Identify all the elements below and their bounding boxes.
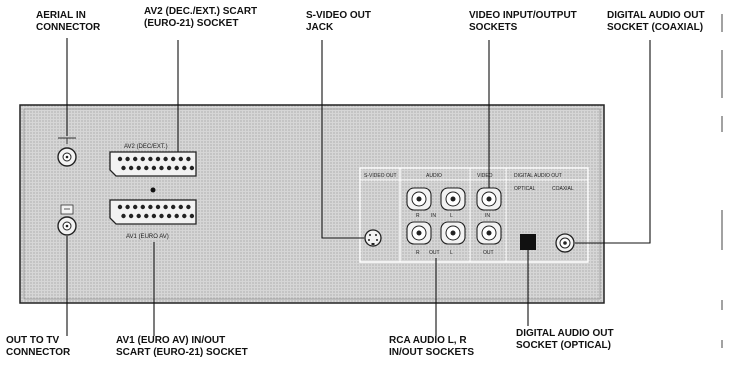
- optical-panel-label: OPTICAL: [514, 186, 536, 192]
- scart-pin: [136, 165, 141, 171]
- svideo-panel-label: S-VIDEO OUT: [364, 173, 397, 179]
- callout-svideo-out: S-VIDEO OUT JACK: [306, 10, 374, 33]
- scart-pin: [136, 213, 141, 219]
- scart-pin: [128, 165, 134, 171]
- scart-pin: [133, 204, 138, 210]
- scart-divider-dot: [150, 187, 156, 193]
- scart-pin: [182, 165, 187, 171]
- scart-pin: [144, 165, 149, 171]
- rear-panel: [19, 104, 605, 304]
- callout-rca-audio: RCA AUDIO L, R IN/OUT SOCKETS: [389, 335, 474, 358]
- scart-pin: [163, 204, 168, 210]
- video-panel-label: VIDEO: [477, 173, 493, 179]
- scart-pin: [140, 156, 145, 162]
- av2-panel-label: AV2 (DEC/EXT.): [124, 144, 168, 150]
- scart-pin: [121, 165, 126, 171]
- scart-pin: [178, 156, 183, 162]
- scart-pin: [163, 156, 168, 162]
- scart-pin: [155, 204, 161, 210]
- scart-pin: [159, 213, 164, 219]
- video-out-jack[interactable]: [476, 221, 502, 245]
- scart-pin: [117, 204, 123, 210]
- callout-out-to-tv: OUT TO TV CONNECTOR: [6, 335, 71, 358]
- scart-pin: [125, 204, 130, 210]
- scart-pin: [133, 156, 138, 162]
- audio-in-r-label: R: [416, 213, 420, 219]
- callout-aerial-in: AERIAL IN CONNECTOR: [36, 10, 101, 33]
- scart-pin: [148, 204, 153, 210]
- scart-pin: [166, 165, 172, 171]
- scart-pin: [128, 213, 134, 219]
- audio-out-l-label: L: [450, 250, 453, 256]
- audio-out-r-label: R: [416, 250, 420, 256]
- svideo-out-jack[interactable]: [364, 229, 382, 247]
- audio-in-l-label: L: [450, 213, 453, 219]
- leader-svideo-out: [321, 40, 364, 239]
- scart-pin: [144, 213, 149, 219]
- panel-inner-border: [23, 108, 601, 300]
- digital-optical-socket[interactable]: [520, 234, 536, 250]
- audio-panel-label: AUDIO: [426, 173, 442, 179]
- scart-pin: [166, 213, 172, 219]
- audio-out-r-jack[interactable]: [406, 221, 432, 245]
- scart-pin: [159, 165, 164, 171]
- scart-pin: [189, 213, 195, 219]
- callout-digital-coax: DIGITAL AUDIO OUT SOCKET (COAXIAL): [607, 10, 707, 33]
- scart-pin: [155, 156, 161, 162]
- av2-scart-socket[interactable]: [109, 151, 197, 177]
- audio-out-l-jack[interactable]: [440, 221, 466, 245]
- audio-in-label: IN: [431, 213, 436, 219]
- scart-pin: [186, 204, 191, 210]
- aerial-in-connector[interactable]: [57, 137, 77, 167]
- audio-in-l-jack[interactable]: [440, 187, 466, 211]
- callout-av2-scart: AV2 (DEC./EXT.) SCART (EURO-21) SOCKET: [144, 6, 260, 29]
- scart-pin: [121, 213, 126, 219]
- scart-pin: [125, 156, 130, 162]
- digital-panel-label: DIGITAL AUDIO OUT: [514, 173, 562, 179]
- callout-video-io: VIDEO INPUT/OUTPUT SOCKETS: [469, 10, 580, 33]
- video-out-label: OUT: [483, 250, 494, 256]
- jack-panel-frame: [359, 167, 589, 263]
- scart-pin: [171, 204, 176, 210]
- av1-panel-label: AV1 (EURO AV): [126, 234, 169, 240]
- out-to-tv-connector[interactable]: [57, 204, 77, 236]
- scart-pin: [174, 165, 179, 171]
- leader-digital-coax: [575, 40, 651, 244]
- scart-pin: [174, 213, 179, 219]
- scart-pin: [186, 156, 191, 162]
- scart-pin: [189, 165, 195, 171]
- audio-in-r-jack[interactable]: [406, 187, 432, 211]
- scart-pin: [171, 156, 176, 162]
- video-in-jack[interactable]: [476, 187, 502, 211]
- audio-out-label: OUT: [429, 250, 440, 256]
- coaxial-panel-label: COAXIAL: [552, 186, 574, 192]
- scart-pin: [117, 156, 123, 162]
- scart-pin: [151, 165, 157, 171]
- scart-pin: [148, 156, 153, 162]
- digital-coaxial-socket[interactable]: [555, 233, 575, 253]
- scart-pin: [182, 213, 187, 219]
- av1-scart-socket[interactable]: [109, 199, 197, 225]
- scart-pin: [178, 204, 183, 210]
- callout-av1-scart: AV1 (EURO AV) IN/OUT SCART (EURO-21) SOC…: [116, 335, 248, 358]
- scart-pin: [151, 213, 157, 219]
- scart-pin: [140, 204, 145, 210]
- callout-digital-optical: DIGITAL AUDIO OUT SOCKET (OPTICAL): [516, 328, 616, 351]
- video-in-label: IN: [485, 213, 490, 219]
